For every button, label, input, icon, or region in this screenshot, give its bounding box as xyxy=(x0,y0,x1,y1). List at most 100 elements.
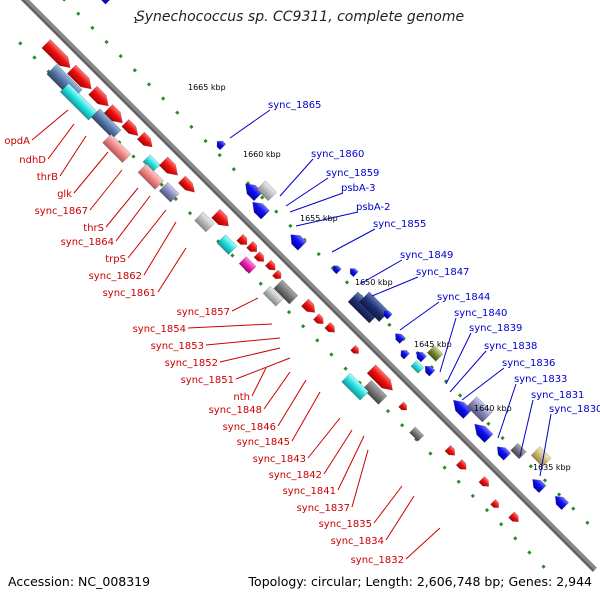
reverse-gene-label[interactable]: sync_1840 xyxy=(454,308,507,319)
gene-glyph[interactable] xyxy=(211,208,233,230)
reverse-gene-label[interactable]: sync_1855 xyxy=(373,219,426,230)
gene-glyph[interactable] xyxy=(214,138,227,151)
gene-glyph[interactable] xyxy=(422,363,436,377)
gene-glyph[interactable] xyxy=(426,345,444,362)
gene-glyph[interactable] xyxy=(508,511,522,525)
gene-glyph[interactable] xyxy=(341,372,369,401)
reverse-gene-label[interactable]: sync_1859 xyxy=(326,168,379,179)
forward-gene-label[interactable]: opdA xyxy=(4,136,30,147)
gene-glyph[interactable] xyxy=(552,493,570,511)
forward-gene-label[interactable]: sync_1848 xyxy=(209,405,262,416)
reverse-gene-label[interactable]: sync_1847 xyxy=(416,267,469,278)
gene-glyph[interactable] xyxy=(177,175,198,196)
gene-glyph[interactable] xyxy=(248,198,270,220)
gene-glyph[interactable] xyxy=(253,251,267,265)
gene-glyph[interactable] xyxy=(494,443,512,461)
reverse-gene-label[interactable]: sync_1838 xyxy=(484,341,537,352)
forward-gene-label[interactable]: glk xyxy=(57,189,72,200)
reverse-gene-label[interactable]: sync_1860 xyxy=(311,149,364,160)
forward-gene-label[interactable]: thrS xyxy=(83,223,104,234)
reverse-gene-label[interactable]: sync_1830 xyxy=(549,404,600,415)
gene-glyph[interactable] xyxy=(194,211,215,233)
gene-glyph[interactable] xyxy=(366,364,397,395)
gene-glyph[interactable] xyxy=(529,476,547,494)
gene-glyph[interactable] xyxy=(238,256,257,274)
gene-glyph[interactable] xyxy=(350,344,362,356)
forward-gene-label[interactable]: trpS xyxy=(105,254,126,265)
forward-gene-label[interactable]: nth xyxy=(233,392,250,403)
reverse-gene-label[interactable]: sync_1831 xyxy=(531,390,584,401)
gene-glyph[interactable] xyxy=(348,266,359,278)
gene-glyph[interactable] xyxy=(273,279,299,305)
forward-gene-label[interactable]: sync_1837 xyxy=(297,503,350,514)
forward-gene-label[interactable]: sync_1834 xyxy=(331,536,384,547)
forward-gene-label[interactable]: ndhD xyxy=(19,155,46,166)
forward-gene-label[interactable]: sync_1861 xyxy=(103,288,156,299)
gene-glyph[interactable] xyxy=(41,39,75,72)
reverse-gene-label[interactable]: sync_1849 xyxy=(400,250,453,261)
gene-glyph[interactable] xyxy=(136,131,155,150)
gene-glyph[interactable] xyxy=(216,234,238,255)
reverse-gene-label[interactable]: sync_1833 xyxy=(514,374,567,385)
gene-glyph[interactable] xyxy=(300,298,318,316)
forward-gene-label[interactable]: sync_1854 xyxy=(133,324,186,335)
forward-gene-label[interactable]: sync_1852 xyxy=(165,358,218,369)
forward-gene-label[interactable]: sync_1853 xyxy=(151,341,204,352)
forward-gene-label[interactable]: thrB xyxy=(37,172,58,183)
gene-glyph[interactable] xyxy=(121,118,142,139)
forward-gene-label[interactable]: sync_1857 xyxy=(177,307,230,318)
gene-glyph[interactable] xyxy=(358,291,390,323)
gene-glyph[interactable] xyxy=(398,348,410,360)
gene-glyph[interactable] xyxy=(470,420,494,443)
gene-glyph[interactable] xyxy=(102,133,132,163)
reverse-gene-label[interactable]: psbA-2 xyxy=(356,202,391,213)
gene-glyph[interactable] xyxy=(449,396,473,419)
gene-glyph[interactable] xyxy=(262,285,284,307)
gene-glyph[interactable] xyxy=(490,499,502,510)
gene-glyph[interactable] xyxy=(331,263,342,275)
gene-glyph[interactable] xyxy=(362,379,388,405)
gene-glyph[interactable] xyxy=(137,163,164,190)
forward-gene-label[interactable]: sync_1832 xyxy=(351,555,404,566)
gene-glyph[interactable] xyxy=(393,331,406,344)
forward-gene-label[interactable]: sync_1843 xyxy=(253,454,306,465)
gene-glyph[interactable] xyxy=(444,444,458,458)
gene-glyph[interactable] xyxy=(324,321,338,335)
forward-gene-label[interactable]: sync_1862 xyxy=(89,271,142,282)
gene-glyph[interactable] xyxy=(264,259,278,273)
forward-gene-label[interactable]: sync_1835 xyxy=(319,519,372,530)
gene-glyph[interactable] xyxy=(236,233,250,247)
forward-gene-label[interactable]: sync_1851 xyxy=(181,375,234,386)
gene-glyph[interactable] xyxy=(158,181,180,203)
gene-glyph[interactable] xyxy=(103,104,127,128)
gene-glyph[interactable] xyxy=(287,230,307,251)
reverse-gene-label[interactable]: sync_1836 xyxy=(502,358,555,369)
gene-glyph[interactable] xyxy=(382,309,393,320)
forward-gene-label[interactable]: sync_1846 xyxy=(223,422,276,433)
gene-glyph[interactable] xyxy=(478,476,492,489)
gene-glyph[interactable] xyxy=(466,396,493,423)
gene-glyph[interactable] xyxy=(94,0,115,5)
reverse-gene-label[interactable]: psbA-3 xyxy=(341,183,376,194)
gene-glyph[interactable] xyxy=(510,442,527,460)
reverse-gene-label[interactable]: sync_1865 xyxy=(268,100,321,111)
gene-glyph[interactable] xyxy=(455,459,469,473)
gene-glyph[interactable] xyxy=(256,180,278,202)
reverse-gene-label[interactable]: sync_1844 xyxy=(437,292,490,303)
forward-gene-label[interactable]: sync_1842 xyxy=(269,470,322,481)
forward-gene-label[interactable]: sync_1867 xyxy=(35,206,88,217)
gene-glyph[interactable] xyxy=(88,85,113,110)
gene-glyph[interactable] xyxy=(530,446,552,468)
gene-glyph[interactable] xyxy=(66,64,95,93)
gene-glyph[interactable] xyxy=(410,360,425,374)
forward-gene-label[interactable]: sync_1841 xyxy=(283,486,336,497)
gene-glyph[interactable] xyxy=(409,426,425,442)
forward-gene-label[interactable]: sync_1845 xyxy=(237,437,290,448)
gene-glyph[interactable] xyxy=(158,156,182,180)
reverse-gene-label[interactable]: sync_1839 xyxy=(469,323,522,334)
gene-glyph[interactable] xyxy=(398,401,410,413)
gene-glyph[interactable] xyxy=(246,240,260,254)
gene-glyph[interactable] xyxy=(312,313,326,327)
gene-glyph[interactable] xyxy=(59,82,98,121)
